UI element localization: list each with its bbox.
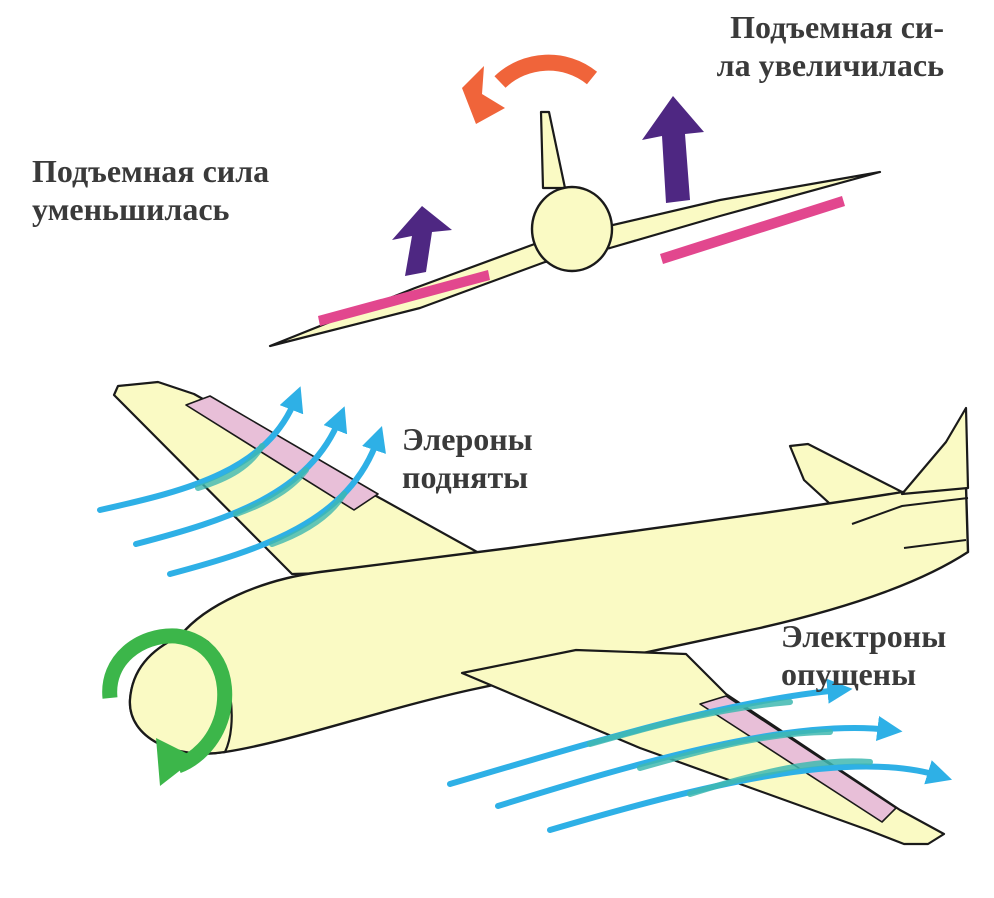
label-ailerons-down: Электроны опущены [781,617,946,693]
label-lift-increased-line-1: Подъемная си- [730,9,944,45]
front-view-aileron-left [318,270,490,326]
tail-detail [851,497,969,549]
front-view-aircraft [268,110,882,348]
airflow-line-1 [97,386,304,513]
airflow-line-6 [547,760,953,833]
lower-wing-aileron [699,695,897,823]
front-view-tail-fin [539,110,567,190]
roll-arrow-nose-icon [102,628,233,774]
label-lift-decreased-line-2: уменьшилась [32,191,230,227]
label-ailerons-up-line-1: Элероны [402,421,533,457]
label-ailerons-up-line-2: подняты [402,459,529,495]
airflow-line-3 [167,426,386,577]
label-ailerons-down-line-2: опущены [781,656,917,692]
front-view-aileron-right [660,196,845,264]
front-view-fuselage [530,185,614,273]
roll-arrow-top-head [462,66,505,124]
roll-arrow-top-icon [494,54,598,89]
label-ailerons-up: Элероны подняты [402,420,533,496]
front-view-wing [268,170,882,348]
top-view-aircraft [112,380,970,846]
label-lift-decreased-line-1: Подъемная сила [32,153,270,189]
lift-arrow-large-icon [642,96,704,203]
vertical-tail [900,406,970,496]
label-lift-increased-line-2: ла увеличилась [716,47,944,83]
label-lift-decreased: Подъемная сила уменьшилась [32,152,269,228]
airflow-upper-wing-tint [195,443,347,547]
lift-arrow-small-icon [392,206,452,276]
roll-arrow-nose-head [156,738,196,786]
label-lift-increased: Подъемная си- ла увеличилась [717,8,944,84]
label-ailerons-down-line-1: Электроны [781,618,947,654]
airflow-lower-wing-tint [587,699,873,797]
